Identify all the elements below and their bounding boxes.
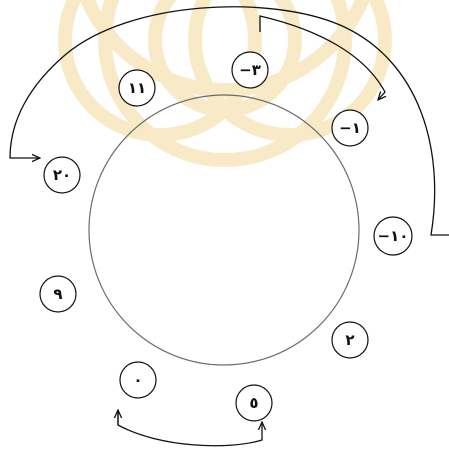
svg-text:٥: ٥ — [249, 394, 258, 412]
svg-text:٢٠: ٢٠ — [53, 166, 71, 184]
svg-text:−١٠: −١٠ — [378, 227, 409, 245]
svg-text:٠: ٠ — [133, 371, 142, 389]
number-minus-one: −١ — [332, 110, 368, 146]
number-minus-ten: −١٠ — [374, 217, 412, 255]
svg-text:−١: −١ — [339, 119, 361, 137]
number-zero: ٠ — [120, 362, 156, 398]
number-nine: ٩ — [40, 276, 76, 312]
number-minus-three: −٣ — [232, 52, 268, 88]
svg-text:٩: ٩ — [53, 285, 62, 303]
number-two: ٢ — [332, 322, 368, 358]
number-twenty: ٢٠ — [44, 157, 80, 193]
svg-text:٢: ٢ — [345, 331, 354, 349]
svg-text:١١: ١١ — [128, 79, 146, 97]
number-eleven: ١١ — [119, 70, 155, 106]
number-five: ٥ — [236, 385, 272, 421]
svg-text:−٣: −٣ — [239, 61, 261, 79]
arrow-zero-five-bracket — [118, 412, 262, 446]
